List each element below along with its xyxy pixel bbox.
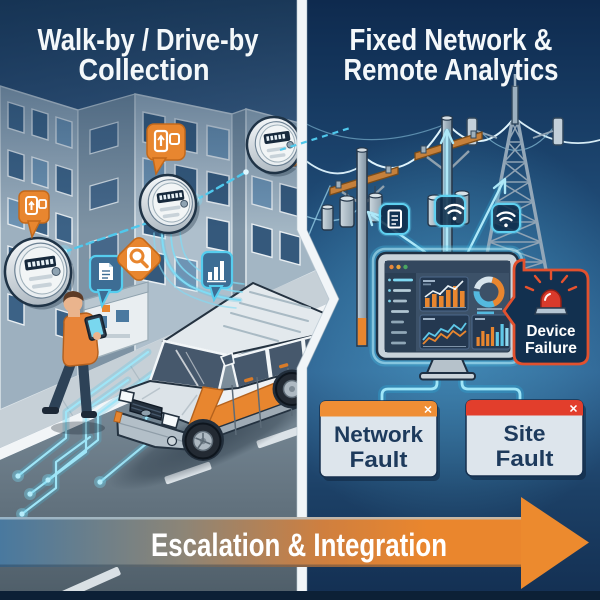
document-bubble-icon [88,254,124,309]
document-badge-icon [377,201,412,237]
smart-meter-2-icon [138,173,200,237]
smart-meter-3-icon [245,115,305,177]
mobile-reader-bubble-2-icon [146,123,186,177]
left-panel: Walk-by / Drive-by Collection [0,0,329,600]
person-with-tablet [42,291,107,435]
escalation-cables [378,373,524,407]
mobile-reader-bubble-1-icon [18,190,50,240]
alert-line1: Device [527,323,576,340]
window-title-line2: Fault [350,447,409,472]
wifi-badge-2-icon [489,201,523,235]
left-title-line2: Collection [79,52,210,87]
handheld-tablet-icon [84,313,107,341]
alert-line2: Failure [525,340,577,357]
mini-bar-chart [471,314,511,350]
left-title-line1: Walk-by / Drive-by [38,22,260,57]
cross-panel-beam [279,126,351,152]
wifi-badge-1-icon [432,193,468,229]
window-title-line1: Site [504,421,546,446]
dashboard-monitor-icon [369,245,526,381]
site-fault-window: ✕ Site Fault [465,399,586,480]
siren-icon [524,270,578,315]
smart-meter-1-icon [3,236,75,310]
search-bubble-icon [117,237,161,281]
device-failure-callout: Device Failure [502,258,590,366]
bar-chart-bubble-icon [200,250,234,303]
utility-pole-1-icon [321,147,399,347]
window-title-line1: Network [334,422,423,447]
right-title-line1: Fixed Network & [350,22,553,57]
window-title-line2: Fault [496,446,555,471]
right-panel: Device Failure ✕ Network Fault ✕ Site Fa… [307,0,600,600]
donut-chart [473,276,505,315]
bottom-strip [0,591,600,600]
escalation-arrow: Escalation & Integration [0,497,589,589]
escalation-label: Escalation & Integration [151,527,447,563]
trend-chart [419,314,470,350]
network-fault-window: ✕ Network Fault [319,400,440,481]
right-title-line2: Remote Analytics [344,52,559,87]
close-icon[interactable]: ✕ [423,405,432,417]
close-icon[interactable]: ✕ [569,404,578,416]
drive-by-van-icon [108,281,328,490]
sidebar-list [388,278,413,345]
bar-line-chart [419,276,469,312]
